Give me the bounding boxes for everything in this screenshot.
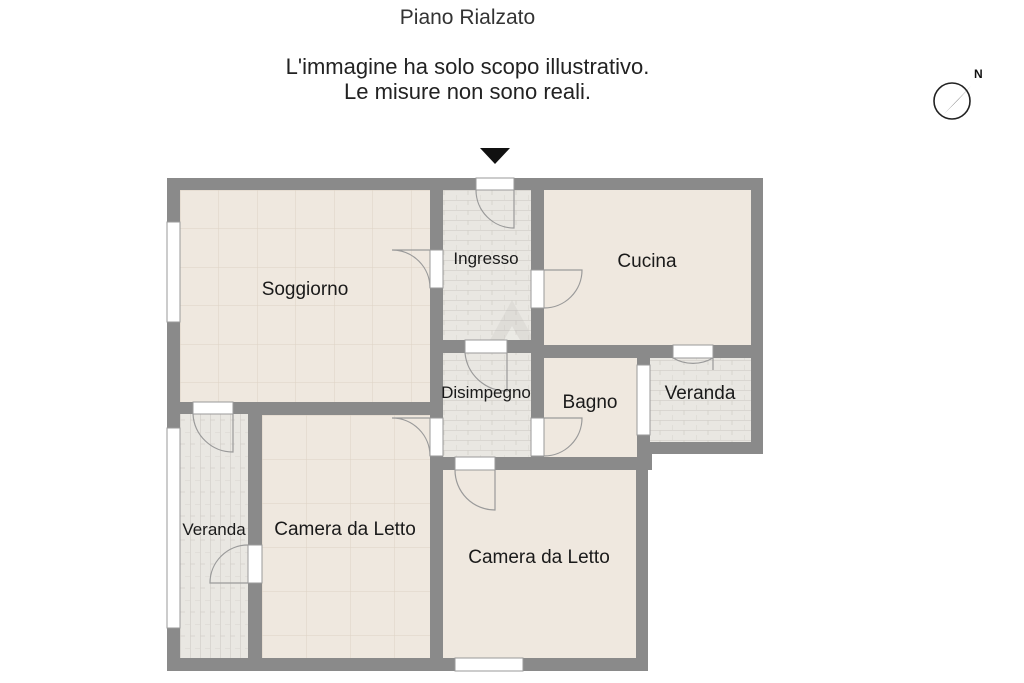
room-label-bagno: Bagno (563, 392, 618, 413)
room-label-soggiorno: Soggiorno (262, 279, 349, 300)
entrance-arrow-icon (480, 148, 510, 164)
floor-veranda-right (650, 358, 751, 442)
floor-cucina (544, 190, 751, 345)
plan-title: Piano Rialzato (399, 6, 536, 29)
floor-camera-left (262, 415, 430, 658)
watermark-logo (490, 300, 534, 340)
room-label-cucina: Cucina (617, 251, 677, 272)
floor-disimpegno (443, 353, 531, 457)
room-label-ingresso: Ingresso (453, 249, 518, 268)
disclaimer-line-2: Le misure non sono reali. (343, 79, 592, 104)
compass-north-label: N (974, 67, 983, 81)
floor-veranda-left (180, 414, 248, 658)
floor-camera-right (443, 470, 636, 658)
room-label-disimpegno: Disimpegno (441, 383, 531, 402)
disclaimer: L'immagine ha solo scopo illustrativo. L… (0, 54, 935, 104)
room-label-camera-left: Camera da Letto (274, 519, 416, 540)
disclaimer-line-1: L'immagine ha solo scopo illustrativo. (285, 54, 650, 79)
compass-icon: N (933, 67, 983, 120)
door-swings (192, 189, 714, 584)
room-label-veranda-right: Veranda (665, 383, 736, 404)
floor-bagno (544, 358, 637, 457)
floor-ingresso (443, 190, 531, 340)
openings (166, 177, 714, 672)
floor-soggiorno (180, 190, 430, 402)
room-label-veranda-left: Veranda (182, 520, 246, 539)
room-label-camera-right: Camera da Letto (468, 547, 610, 568)
